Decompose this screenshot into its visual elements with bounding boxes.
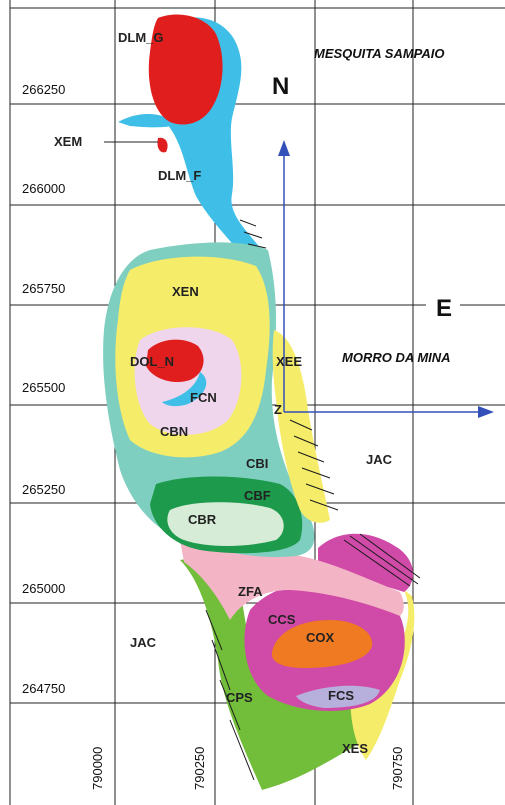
unit-label-fcn: FCN <box>190 390 217 405</box>
place-morro-da-mina: MORRO DA MINA <box>342 350 451 365</box>
unit-dlm-g-area <box>148 14 223 125</box>
unit-label-xen: XEN <box>172 284 199 299</box>
northing-label: 264750 <box>22 681 65 696</box>
east-label: E <box>436 295 452 322</box>
unit-label-dol-n: DOL_N <box>130 354 174 369</box>
unit-label-xee: XEE <box>276 354 302 369</box>
unit-label-cbr: CBR <box>188 512 217 527</box>
unit-label-jac-east: JAC <box>366 452 393 467</box>
unit-label-ccs: CCS <box>268 612 296 627</box>
northing-label: 265500 <box>22 380 65 395</box>
unit-label-dlm-f: DLM_F <box>158 168 201 183</box>
geologic-units <box>103 14 415 790</box>
place-mesquita-sampaio: MESQUITA SAMPAIO <box>314 46 444 61</box>
unit-fcn-area <box>162 372 207 407</box>
unit-xee-area <box>272 330 330 523</box>
unit-label-cbn: CBN <box>160 424 188 439</box>
unit-label-cbf: CBF <box>244 488 271 503</box>
unit-label-fcs: FCS <box>328 688 354 703</box>
north-label: N <box>272 73 289 100</box>
unit-cox-area <box>271 620 373 668</box>
unit-cbr-area <box>167 502 284 546</box>
unit-label-zfa: ZFA <box>238 584 263 599</box>
northing-label: 265250 <box>22 482 65 497</box>
unit-ccs-north <box>318 533 414 592</box>
unit-label-cbi: CBI <box>246 456 268 471</box>
easting-label: 790750 <box>390 747 405 790</box>
northing-label: 266250 <box>22 82 65 97</box>
unit-dol-n-area <box>146 339 204 383</box>
unit-label-xem: XEM <box>54 134 82 149</box>
unit-label-cox: COX <box>306 630 335 645</box>
northing-label: 265000 <box>22 581 65 596</box>
hachure-texture <box>205 219 421 781</box>
northing-label: 266000 <box>22 181 65 196</box>
easting-label: 790000 <box>90 747 105 790</box>
north-arrow <box>278 140 290 412</box>
unit-fcs-area <box>296 685 380 708</box>
unit-label-xes: XES <box>342 741 368 756</box>
east-arrow <box>284 406 494 418</box>
unit-label-dlm-g: DLM_G <box>118 30 164 45</box>
easting-labels: 790000 790250 790750 <box>90 747 405 790</box>
unit-zfa-area <box>180 540 404 620</box>
northing-label: 265750 <box>22 281 65 296</box>
unit-labels: DLM_G XEM DLM_F XEN DOL_N FCN CBN XEE Z … <box>54 30 393 756</box>
easting-label: 790250 <box>192 747 207 790</box>
unit-label-z: Z <box>274 402 282 417</box>
unit-dlm-g-spot <box>157 137 168 153</box>
unit-label-cps: CPS <box>226 690 253 705</box>
unit-label-jac-west: JAC <box>130 635 157 650</box>
northing-labels: 266250 266000 265750 265500 265250 26500… <box>20 80 80 696</box>
